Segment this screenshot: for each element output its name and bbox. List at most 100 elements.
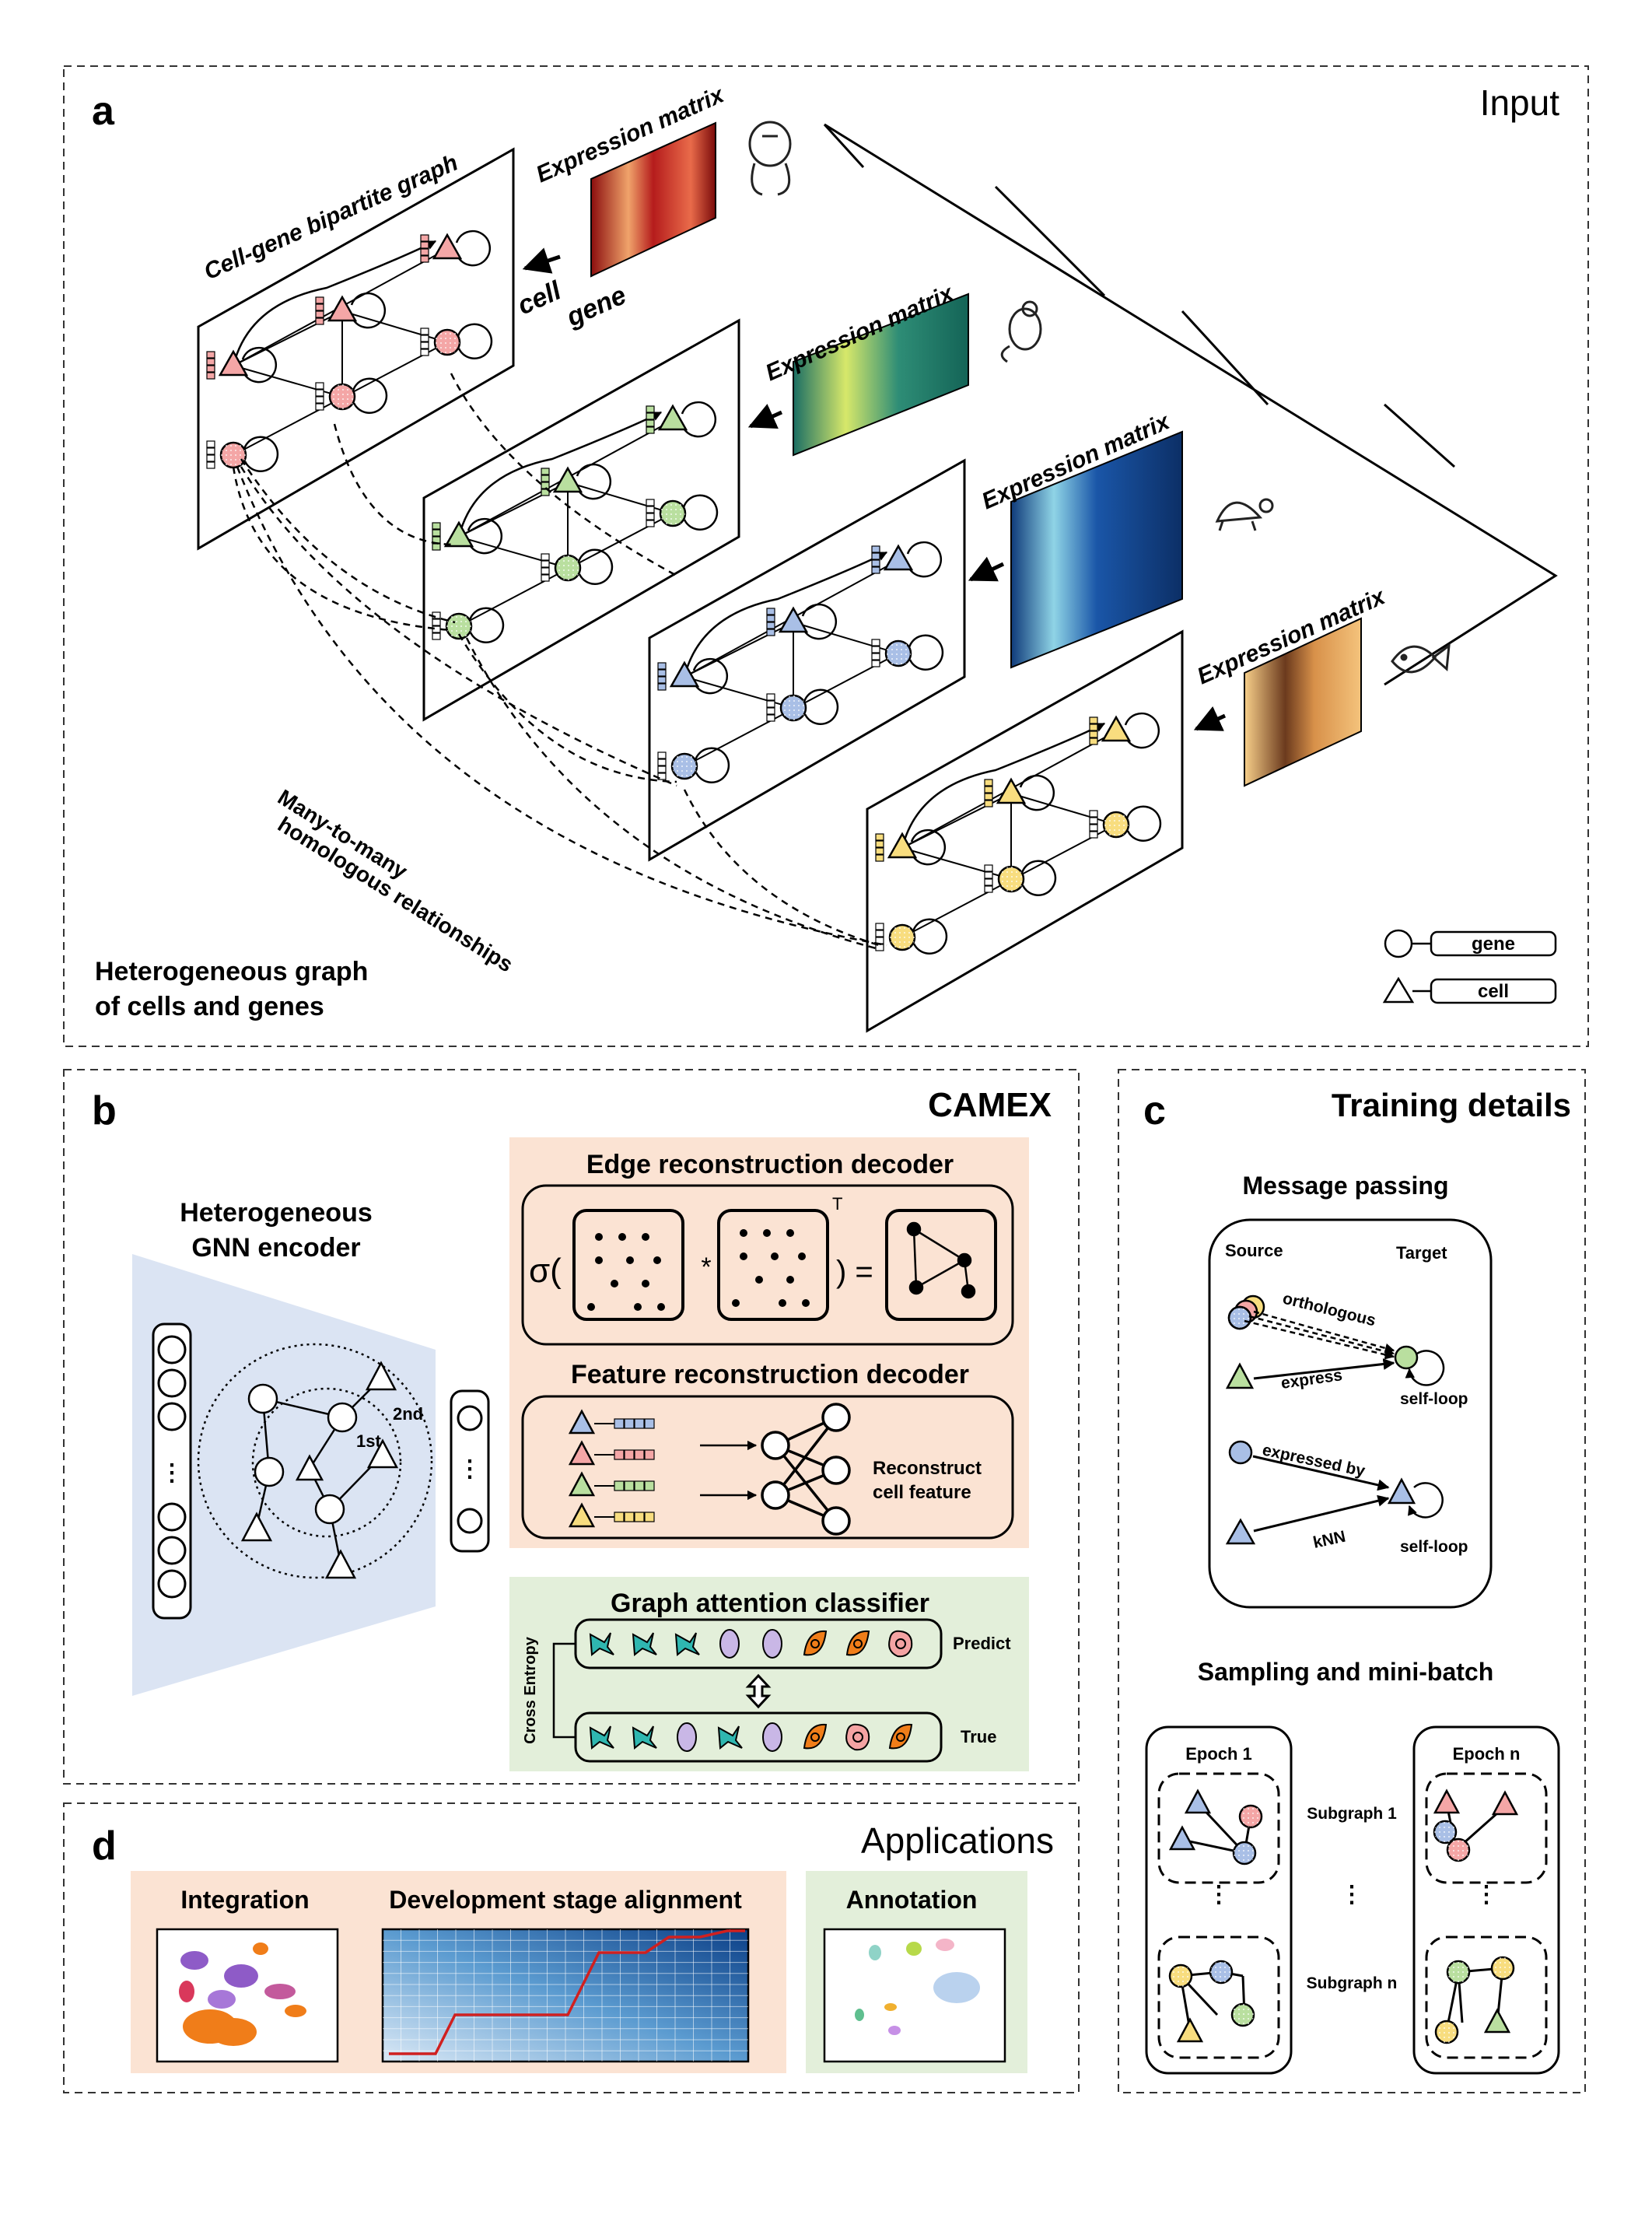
decoder-panel <box>509 1137 1029 1548</box>
matrix-dot <box>763 1229 771 1237</box>
sampling-title: Sampling and mini-batch <box>1198 1658 1493 1686</box>
gorilla-icon <box>748 121 792 196</box>
express-source <box>1225 1362 1255 1389</box>
matrix-dot <box>653 1256 661 1264</box>
input-node <box>157 1402 187 1431</box>
transpose-symbol: T <box>832 1194 842 1214</box>
orange-cell-icon <box>803 1630 828 1656</box>
annotation-clusters <box>855 1939 980 2035</box>
rodent-icon <box>1000 300 1042 363</box>
feature-decoder-title: Feature reconstruction decoder <box>571 1360 969 1389</box>
edge-decoder-title: Edge reconstruction decoder <box>586 1150 954 1179</box>
matrix-dot <box>786 1229 794 1237</box>
homologous-label-2: homologous relationships <box>274 812 517 977</box>
matrix-arrow-4 <box>1193 706 1227 731</box>
matrix-arrow-3 <box>968 556 1005 582</box>
expressed-by-source <box>1228 1440 1253 1465</box>
expression-matrix-2: Expression matrix <box>761 280 969 457</box>
true-label: True <box>961 1727 996 1746</box>
pink-cell-icon <box>888 1630 913 1658</box>
epoch-ellipsis: ⋮ <box>1340 1882 1363 1907</box>
feature-cell <box>614 1512 625 1522</box>
self-loop <box>692 657 729 695</box>
input-node <box>157 1335 187 1364</box>
target-cell-node <box>1387 1477 1416 1505</box>
input-ellipsis: ⋮ <box>160 1460 184 1486</box>
matrix-dot <box>802 1299 810 1307</box>
panel-c-title: Training details <box>1332 1087 1571 1123</box>
cell-node <box>1101 715 1132 742</box>
feature-cell-icon <box>568 1502 596 1528</box>
target-gene-node <box>1394 1345 1419 1370</box>
graph-plane <box>648 458 966 862</box>
cell-node <box>778 606 809 633</box>
encoder-graph <box>240 1361 399 1579</box>
matrix-dot <box>611 1280 618 1287</box>
cell-type-icons <box>589 1629 913 1752</box>
feature-cell <box>644 1449 655 1460</box>
matrix-dot <box>771 1252 779 1260</box>
self-loop <box>681 401 717 438</box>
embedding-matrix-transpose <box>717 1209 829 1321</box>
homologous-links <box>232 373 887 951</box>
self-loop <box>803 688 839 725</box>
input-node <box>157 1569 187 1599</box>
self-loop-label-2: self-loop <box>1400 1538 1468 1556</box>
graph-plane <box>422 318 740 722</box>
cell-node <box>657 404 688 431</box>
panel-c-border <box>1118 1069 1586 2093</box>
self-loop <box>682 494 719 531</box>
panel-d-border <box>63 1802 1080 2093</box>
self-loop <box>1125 805 1162 842</box>
gnn-encoder-shape <box>132 1254 436 1696</box>
self-loop <box>241 346 278 384</box>
turtle-icon <box>1215 498 1274 531</box>
self-loop <box>243 436 279 472</box>
matrix-dot <box>740 1252 747 1260</box>
orthologous-label: orthologous <box>1281 1290 1377 1330</box>
self-loop <box>1019 774 1055 811</box>
knn-label: kNN <box>1311 1528 1347 1552</box>
panel-b-border <box>63 1069 1080 1785</box>
feature-cell-icon <box>568 1409 596 1435</box>
matrix-dot <box>755 1276 763 1284</box>
teal-cell-icon <box>632 1725 657 1750</box>
feature-cell <box>624 1418 635 1429</box>
matrix-dots <box>587 1229 810 1311</box>
subgraph-ellipsis-1: ⋮ <box>1207 1882 1230 1907</box>
self-loop <box>468 607 505 643</box>
input-vector-nodes <box>157 1335 187 1599</box>
integration-title: Integration <box>180 1886 309 1914</box>
teal-cell-icon <box>632 1632 657 1656</box>
message-passing-box <box>1208 1218 1493 1609</box>
panel-b-title: CAMEX <box>928 1086 1052 1124</box>
cross-entropy-label: Cross Entropy <box>522 1636 539 1744</box>
self-loop <box>1124 712 1160 749</box>
teal-cell-icon <box>674 1632 700 1656</box>
subgraph-1-label: Subgraph 1 <box>1307 1805 1397 1823</box>
adjacency-matrix <box>885 1209 997 1321</box>
gene-label: gene <box>562 280 631 332</box>
cell-node <box>327 295 358 322</box>
fish-icon <box>1391 643 1451 674</box>
feature-cell <box>614 1418 625 1429</box>
cell-node <box>887 832 918 859</box>
input-node <box>157 1536 187 1565</box>
feature-cell-icon <box>568 1440 596 1466</box>
multiply-symbol: * <box>701 1252 711 1282</box>
cell-node <box>883 544 914 571</box>
self-loop <box>1020 860 1057 896</box>
input-node <box>157 1502 187 1532</box>
panel-a-title: Input <box>1480 82 1560 123</box>
orange-cell-icon <box>803 1723 828 1750</box>
self-loop <box>455 229 492 267</box>
feature-cell-icon <box>568 1471 596 1497</box>
expression-matrix-1: Expression matrix <box>532 82 729 278</box>
purple-cell-icon <box>677 1722 697 1752</box>
hop-1-circle <box>251 1387 402 1538</box>
self-loop <box>908 634 944 671</box>
matrix-arrow-2 <box>747 404 783 429</box>
feature-cell <box>634 1512 645 1522</box>
teal-cell-icon <box>589 1632 614 1656</box>
